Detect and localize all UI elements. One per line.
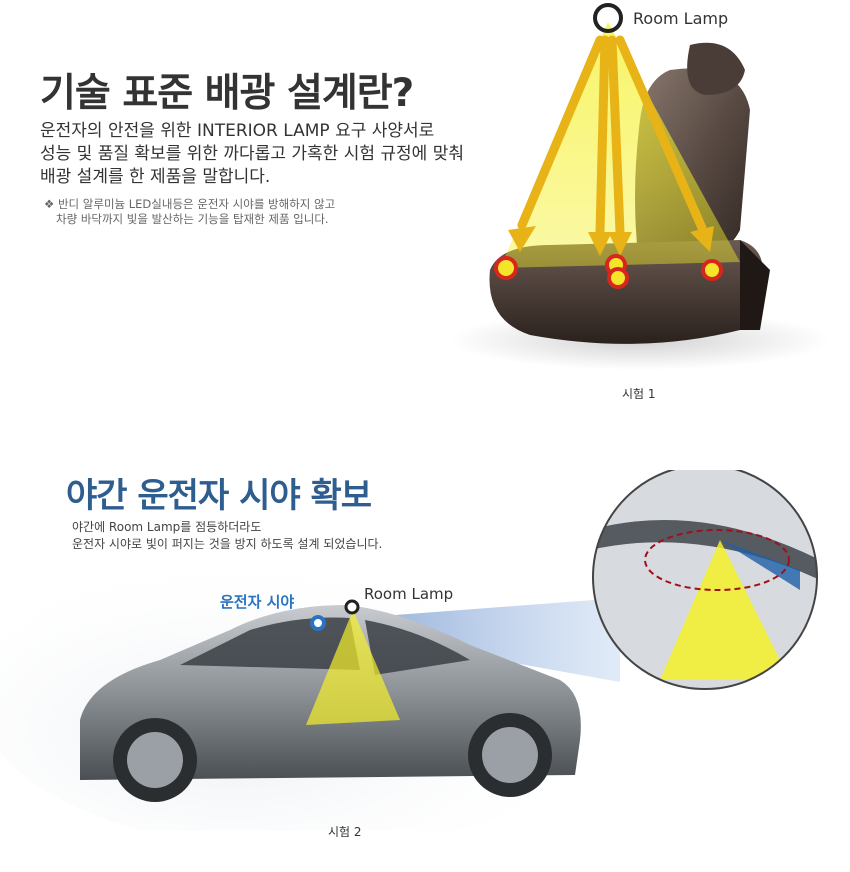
section1-desc-line: 운전자의 안전을 위한 INTERIOR LAMP 요구 사양서로 (40, 121, 435, 141)
section2-desc-line: 운전자 시야로 빛이 퍼지는 것을 방지 하도록 설계 되었습니다. (72, 537, 383, 551)
section1-desc-line: 배광 설계를 한 제품을 말합니다. (40, 167, 271, 187)
room-lamp-label: Room Lamp (633, 9, 729, 28)
car-seat-illustration (450, 3, 830, 370)
section1-title: 기술 표준 배광 설계란? (40, 71, 414, 116)
driver-eye-icon (310, 615, 326, 631)
section2-description: 야간에 Room Lamp를 점등하더라도 운전자 시야로 빛이 퍼지는 것을 … (72, 519, 382, 553)
section1-note: ❖ 반디 알루미늄 LED실내등은 운전자 시야를 방해하지 않고 차량 바닥까… (44, 197, 335, 227)
section2-caption: 시험 2 (328, 825, 362, 839)
section1-desc-line: 성능 및 품질 확보를 위한 까다롭고 가혹한 시험 규정에 맞춰 (40, 144, 464, 164)
room-lamp-label: Room Lamp (364, 585, 454, 603)
section1-note-line: ❖ 반디 알루미늄 LED실내등은 운전자 시야를 방해하지 않고 (44, 197, 336, 211)
room-lamp-icon (593, 3, 623, 33)
section2-title: 야간 운전자 시야 확보 (66, 476, 372, 516)
section1-caption: 시험 1 (622, 387, 656, 401)
driver-view-label: 운전자 시야 (220, 593, 295, 611)
room-lamp-marker-icon (344, 599, 360, 615)
section1-description: 운전자의 안전을 위한 INTERIOR LAMP 요구 사양서로 성능 및 품… (40, 120, 464, 189)
car-illustration (0, 470, 818, 830)
section2-desc-line: 야간에 Room Lamp를 점등하더라도 (72, 520, 262, 534)
section1-note-line: 차량 바닥까지 빛을 발산하는 기능을 탑재한 제품 입니다. (56, 212, 329, 226)
